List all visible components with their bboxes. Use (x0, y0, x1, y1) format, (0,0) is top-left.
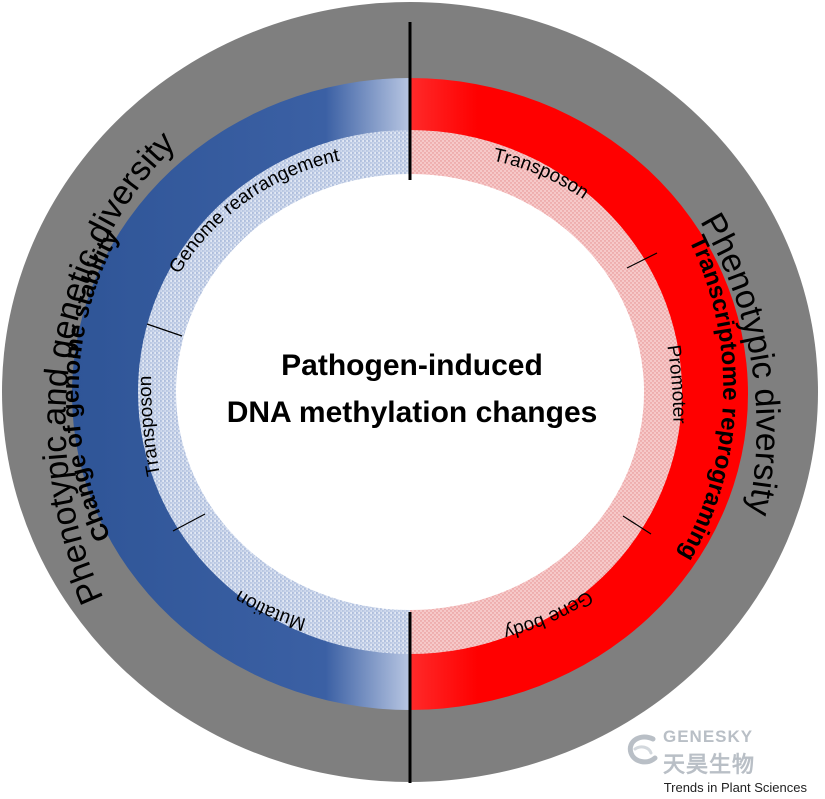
genesky-logo-icon (627, 734, 658, 765)
center-title-line2: DNA methylation changes (227, 396, 598, 429)
watermark-brand-cn: 天昊生物 (663, 753, 756, 778)
segment-divider (626, 252, 658, 269)
segment-divider (622, 515, 652, 535)
center-title-line1: Pathogen-induced (281, 349, 543, 382)
genesky-watermark: GENESKY 天昊生物 (623, 723, 813, 793)
segment-divider (146, 323, 183, 337)
source-credit: Trends in Plant Sciences (663, 780, 807, 795)
center-area (176, 174, 644, 610)
watermark-brand: GENESKY (663, 727, 754, 746)
segment-divider (172, 513, 206, 532)
